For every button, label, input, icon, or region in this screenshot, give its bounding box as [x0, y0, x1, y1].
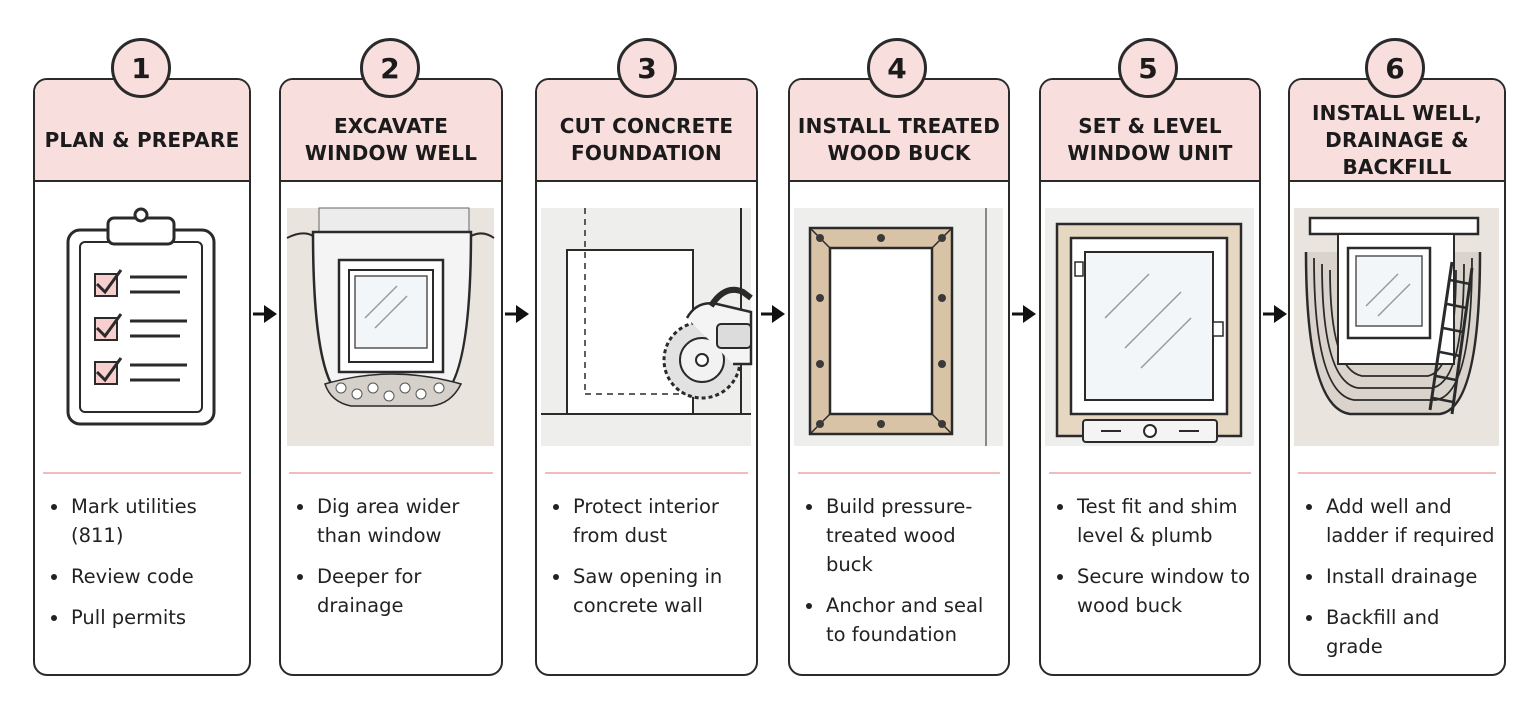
concrete-saw-cut-icon — [537, 188, 756, 558]
divider — [1049, 472, 1251, 474]
step-bullet-list: Dig area wider than window Deeper for dr… — [281, 492, 501, 632]
divider — [545, 472, 748, 474]
step-bullet: Protect interior from dust — [551, 492, 748, 550]
step-number-badge: 6 — [1365, 38, 1425, 98]
step-title: INSTALL WELL, DRAINAGE & BACKFILL — [1311, 100, 1482, 179]
step-bullet-list: Mark utilities (811) Review code Pull pe… — [35, 492, 249, 644]
step-bullet: Mark utilities (811) — [49, 492, 241, 550]
step-bullet-list: Build pressure-treated wood buck Anchor … — [790, 492, 1008, 661]
step-bullet-list: Test fit and shim level & plumb Secure w… — [1041, 492, 1259, 632]
step-bullet: Dig area wider than window — [295, 492, 493, 550]
arrow-right-icon — [1012, 305, 1036, 323]
step-number-badge: 1 — [111, 38, 171, 98]
step-card-set-window: SET & LEVEL WINDOW UNIT Test fit and shi… — [1039, 78, 1261, 676]
step-bullet: Anchor and seal to foundation — [804, 591, 1000, 649]
step-card-plan-prepare: PLAN & PREPARE Mark utilities (811) Revi… — [33, 78, 251, 676]
step-card-excavate: EXCAVATE WINDOW WELL Dig area wider than… — [279, 78, 503, 676]
step-bullet: Saw opening in concrete wall — [551, 562, 748, 620]
divider — [43, 472, 241, 474]
arrow-right-icon — [761, 305, 785, 323]
window-well-ladder-icon — [1290, 188, 1504, 558]
step-title: SET & LEVEL WINDOW UNIT — [1067, 114, 1233, 165]
step-title: EXCAVATE WINDOW WELL — [304, 114, 478, 165]
step-number: 6 — [1385, 51, 1405, 85]
step-number: 5 — [1138, 51, 1158, 85]
step-number-badge: 2 — [360, 38, 420, 98]
step-title: INSTALL TREATED WOOD BUCK — [797, 114, 1001, 165]
arrow-right-icon — [1263, 305, 1287, 323]
arrow-right-icon — [253, 305, 277, 323]
step-number-badge: 4 — [867, 38, 927, 98]
step-bullet: Secure window to wood buck — [1055, 562, 1251, 620]
step-title: CUT CONCRETE FOUNDATION — [559, 114, 734, 165]
step-bullet: Review code — [49, 562, 241, 591]
step-bullet: Install drainage — [1304, 562, 1496, 591]
step-number-badge: 3 — [617, 38, 677, 98]
divider — [289, 472, 493, 474]
arrow-right-icon — [505, 305, 529, 323]
step-number: 1 — [131, 51, 151, 85]
step-bullet: Build pressure-treated wood buck — [804, 492, 1000, 579]
step-bullet: Add well and ladder if required — [1304, 492, 1496, 550]
step-header: INSTALL WELL, DRAINAGE & BACKFILL — [1290, 80, 1504, 182]
step-number-badge: 5 — [1118, 38, 1178, 98]
step-card-cut-foundation: CUT CONCRETE FOUNDATION Protect interior… — [535, 78, 758, 676]
wood-buck-frame-icon — [790, 188, 1008, 558]
leveled-window-unit-icon — [1041, 188, 1259, 558]
step-bullet-list: Protect interior from dust Saw opening i… — [537, 492, 756, 632]
step-number: 3 — [637, 51, 657, 85]
divider — [1298, 472, 1496, 474]
step-bullet: Pull permits — [49, 603, 241, 632]
step-bullet: Deeper for drainage — [295, 562, 493, 620]
step-number: 2 — [380, 51, 400, 85]
step-bullet: Backfill and grade — [1304, 603, 1496, 661]
step-bullet: Test fit and shim level & plumb — [1055, 492, 1251, 550]
excavated-window-well-icon — [281, 188, 501, 558]
step-bullet-list: Add well and ladder if required Install … — [1290, 492, 1504, 673]
clipboard-checklist-icon — [35, 188, 249, 558]
step-card-install-well: INSTALL WELL, DRAINAGE & BACKFILL — [1288, 78, 1506, 676]
step-number: 4 — [887, 51, 907, 85]
step-card-wood-buck: INSTALL TREATED WOOD BUCK Build pressure… — [788, 78, 1010, 676]
step-title: PLAN & PREPARE — [44, 127, 240, 152]
divider — [798, 472, 1000, 474]
